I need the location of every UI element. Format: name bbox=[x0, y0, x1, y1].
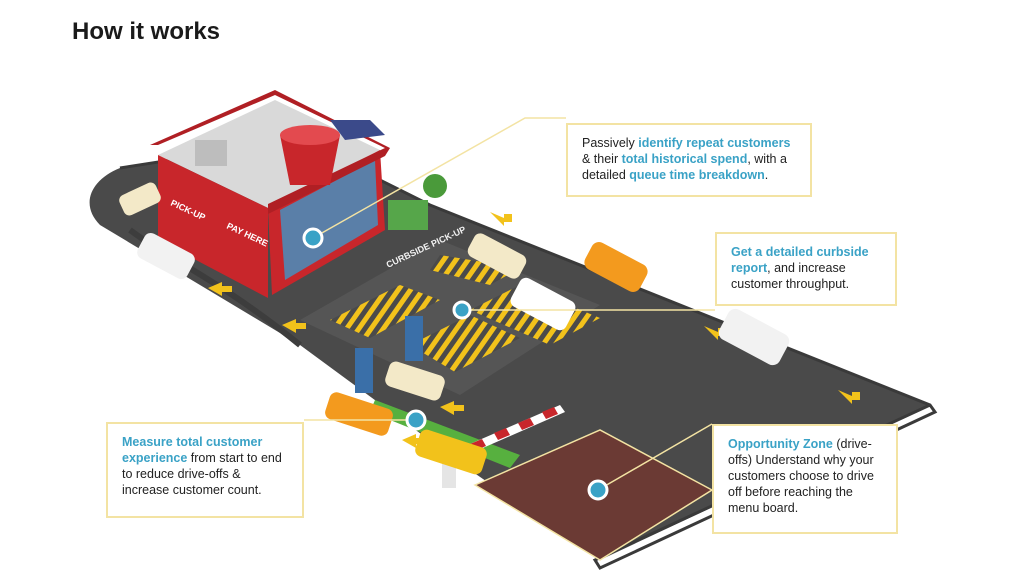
menu-board bbox=[355, 348, 373, 393]
cars bbox=[119, 120, 790, 475]
leader-lines bbox=[304, 117, 715, 491]
page-title: How it works bbox=[72, 18, 221, 45]
restaurant-building bbox=[150, 90, 390, 298]
callout-curbside-report: Get a detailed curbside report, and incr… bbox=[715, 232, 897, 306]
ac-unit-icon bbox=[195, 140, 227, 166]
lane-arrows bbox=[208, 212, 860, 448]
callout-opportunity-zone: Opportunity Zone (drive-offs) Understand… bbox=[712, 424, 898, 534]
callout-customer-experience: Measure total customer experience from s… bbox=[106, 422, 304, 518]
callout-repeat-customers: Passively identify repeat customers & th… bbox=[566, 123, 812, 197]
menu-board bbox=[405, 316, 423, 361]
hedge bbox=[388, 200, 428, 230]
tree bbox=[423, 174, 447, 198]
marker-dots bbox=[302, 227, 609, 501]
